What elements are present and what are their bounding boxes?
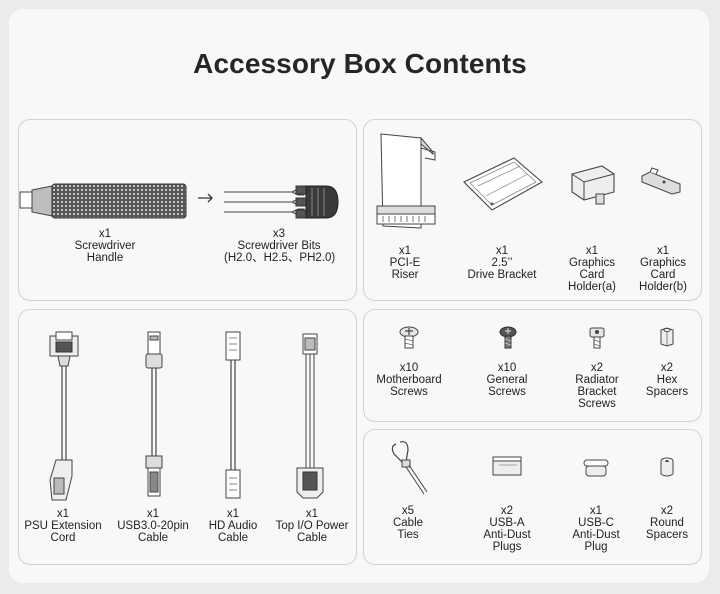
round-spacer-icon <box>660 457 674 477</box>
radiator-bracket-screws-label: x2 Radiator Bracket Screws <box>575 362 619 410</box>
cable-ties-label: x5 Cable Ties <box>392 505 424 541</box>
screwdriver-handle-label: x1 Screwdriver Handle <box>74 228 136 264</box>
usb30-cable-icon <box>145 331 163 497</box>
general-screw-icon <box>499 326 517 349</box>
hd-audio-cable-label: x1 HD Audio Cable <box>208 508 258 544</box>
graphics-card-holder-b-icon <box>641 167 681 195</box>
graphics-card-holder-a-label: x1 Graphics Card Holder(a) <box>568 245 616 293</box>
motherboard-screw-icon <box>399 326 419 349</box>
usb30-cable-label: x1 USB3.0-20pin Cable <box>117 508 189 544</box>
arrow-right-icon <box>198 193 213 203</box>
psu-extension-cord-label: x1 PSU Extension Cord <box>24 508 102 544</box>
panel-plugs <box>363 429 702 565</box>
screwdriver-bits-label: x3 Screwdriver Bits (H2.0、H2.5、PH2.0) <box>224 228 336 264</box>
hex-spacer-icon <box>660 327 674 347</box>
page-title: Accessory Box Contents <box>193 48 527 79</box>
graphics-card-holder-b-label: x1 Graphics Card Holder(b) <box>639 245 687 293</box>
radiator-bracket-screw-icon <box>589 327 605 349</box>
hex-spacers-label: x2 Hex Spacers <box>645 362 689 398</box>
usb-a-plug-icon <box>492 456 522 476</box>
graphics-card-holder-a-icon <box>571 165 615 205</box>
cable-tie-icon <box>391 441 428 495</box>
motherboard-screws-label: x10 Motherboard Screws <box>376 362 442 398</box>
top-io-power-cable-label: x1 Top I/O Power Cable <box>275 508 349 544</box>
general-screws-label: x10 General Screws <box>486 362 528 398</box>
top-io-power-cable-icon <box>296 333 324 499</box>
usb-c-plug-label: x1 USB-C Anti-Dust Plug <box>572 505 620 553</box>
screwdriver-bits-icon <box>224 185 339 219</box>
screwdriver-handle-icon <box>19 183 187 219</box>
usb-c-plug-icon <box>583 459 609 477</box>
panel-screws <box>363 309 702 422</box>
drive-bracket-label: x1 2.5’’ Drive Bracket <box>467 245 537 281</box>
psu-extension-cord-icon <box>49 331 79 501</box>
round-spacers-label: x2 Round Spacers <box>645 505 689 541</box>
hd-audio-cable-icon <box>225 331 241 499</box>
drive-bracket-icon <box>463 157 543 211</box>
usb-a-plugs-label: x2 USB-A Anti-Dust Plugs <box>483 505 531 553</box>
pcie-riser-label: x1 PCI-E Riser <box>389 245 421 281</box>
pcie-riser-icon <box>376 133 436 229</box>
